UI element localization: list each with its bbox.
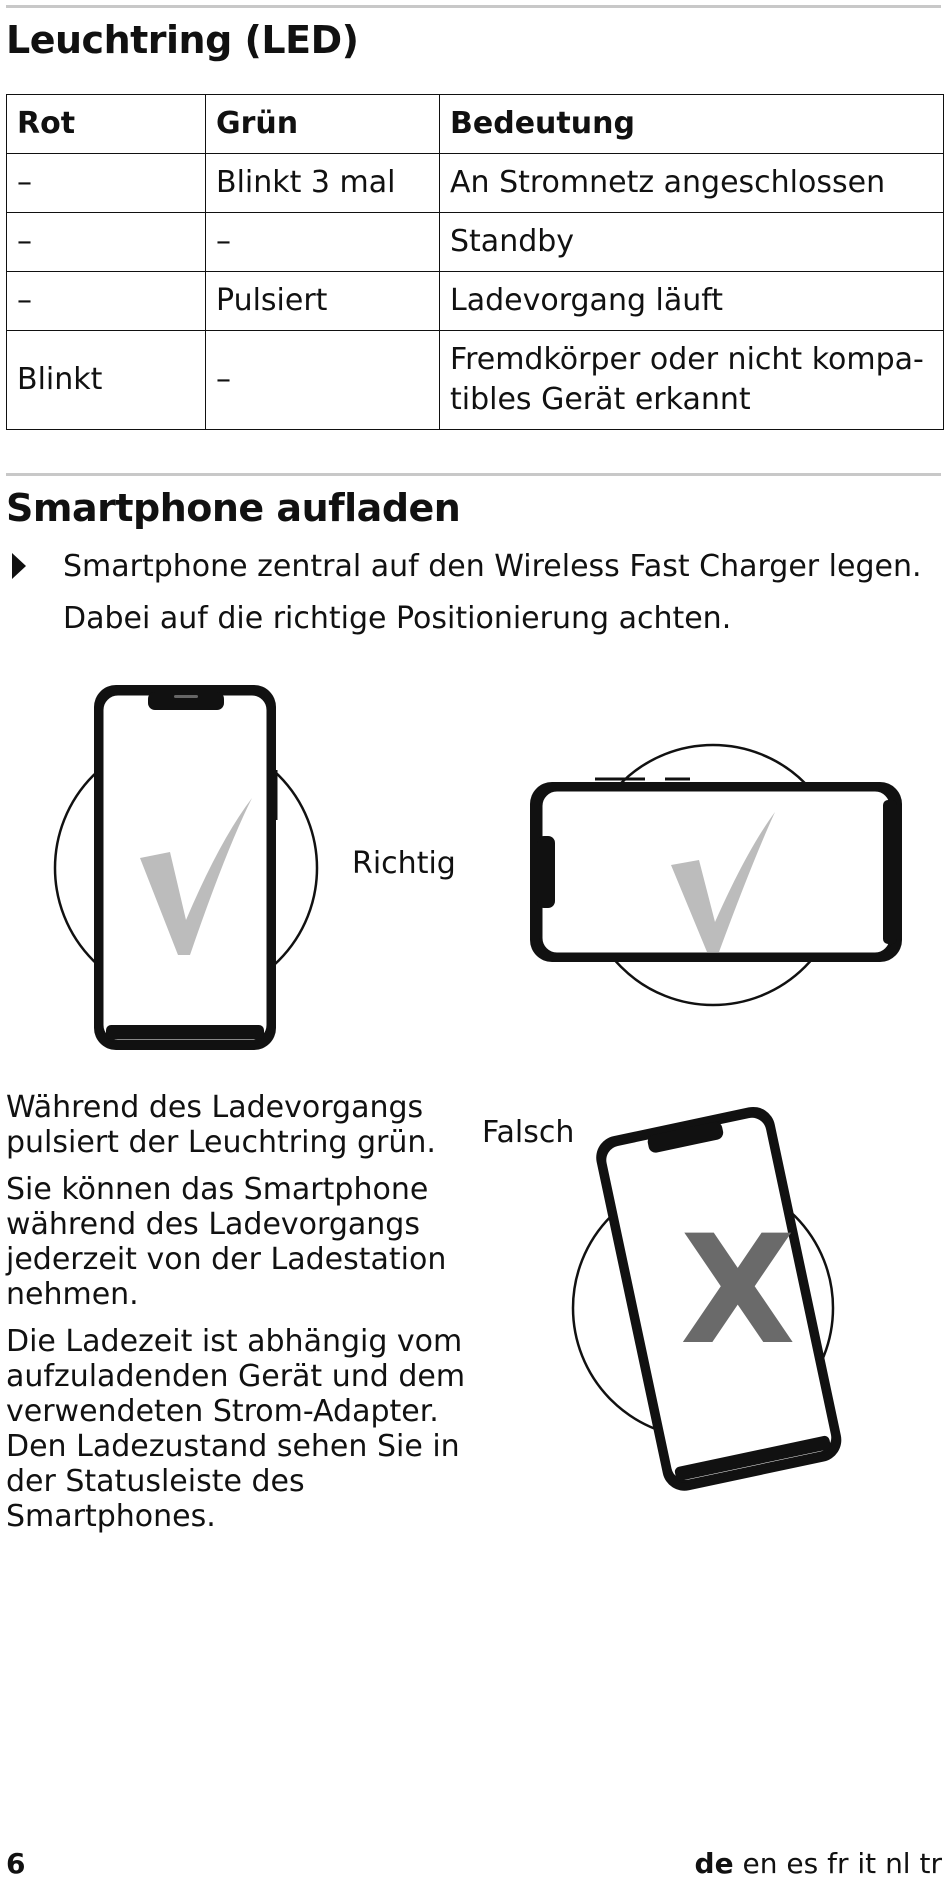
cell-red: –	[6, 212, 206, 272]
table-row: Blinkt – Fremdkörper oder nicht kompa- t…	[6, 330, 944, 430]
cell-meaning: An Stromnetz angeschlossen	[439, 153, 944, 213]
bullet-line1: Smartphone zentral auf den Wireless Fast…	[63, 549, 922, 584]
language-list: de en es fr it nl tr	[695, 1847, 942, 1880]
instruction-bullet: Smartphone zentral auf den Wireless Fast…	[6, 541, 936, 645]
language-tr: tr	[919, 1847, 943, 1880]
checkmark-icon	[671, 812, 775, 952]
language-es: es	[786, 1847, 819, 1880]
paragraph-pulsing: Während des Ladevorgangs pulsiert der Le…	[6, 1090, 436, 1160]
cell-meaning-line2: tibles Gerät erkannt	[450, 382, 751, 417]
language-nl: nl	[885, 1847, 911, 1880]
cell-green: –	[205, 212, 440, 272]
led-table: Rot Grün Bedeutung – Blinkt 3 mal An Str…	[6, 94, 944, 430]
cell-red: –	[6, 153, 206, 213]
label-wrong: Falsch	[482, 1115, 575, 1150]
x-mark-icon: X	[680, 1204, 796, 1378]
language-fr: fr	[827, 1847, 849, 1880]
cell-green: Pulsiert	[205, 271, 440, 331]
cell-red: Blinkt	[6, 330, 206, 430]
cell-meaning: Fremdkörper oder nicht kompa- tibles Ger…	[439, 330, 944, 430]
top-rule	[6, 5, 941, 8]
table-header-row: Rot Grün Bedeutung	[6, 94, 944, 154]
section-rule	[6, 473, 941, 476]
header-green: Grün	[205, 94, 440, 154]
table-row: – Blinkt 3 mal An Stromnetz angeschlosse…	[6, 153, 944, 213]
figure-phone-tilted-wrong: X	[571, 1106, 842, 1491]
cell-green: –	[205, 330, 440, 430]
language-en: en	[742, 1847, 778, 1880]
paragraph-duration: Die Ladezeit ist abhängig vom aufzuladen…	[6, 1324, 466, 1534]
section-title-led: Leuchtring (LED)	[6, 18, 359, 62]
page-number: 6	[6, 1847, 26, 1880]
language-de: de	[694, 1847, 734, 1880]
cell-green: Blinkt 3 mal	[205, 153, 440, 213]
table-row: – Pulsiert Ladevorgang läuft	[6, 271, 944, 331]
figure-phone-landscape-correct	[530, 743, 902, 1007]
cell-meaning: Standby	[439, 212, 944, 272]
cell-meaning-line1: Fremdkörper oder nicht kompa-	[450, 342, 924, 377]
header-meaning: Bedeutung	[439, 94, 944, 154]
bullet-arrow-icon	[12, 553, 26, 579]
checkmark-icon	[140, 798, 252, 955]
paragraph-remove: Sie können das Smartphone während des La…	[6, 1172, 447, 1312]
cell-red: –	[6, 271, 206, 331]
charging-info-text: Während des Ladevorgangs pulsiert der Le…	[6, 1090, 466, 1546]
language-it: it	[857, 1847, 877, 1880]
figure-phone-portrait-correct	[53, 685, 319, 1050]
section-title-charge: Smartphone aufladen	[6, 486, 461, 530]
table-row: – – Standby	[6, 212, 944, 272]
header-red: Rot	[6, 94, 206, 154]
label-correct: Richtig	[352, 846, 456, 881]
bullet-line2: Dabei auf die richtige Positionierung ac…	[63, 601, 732, 636]
cell-meaning: Ladevorgang läuft	[439, 271, 944, 331]
